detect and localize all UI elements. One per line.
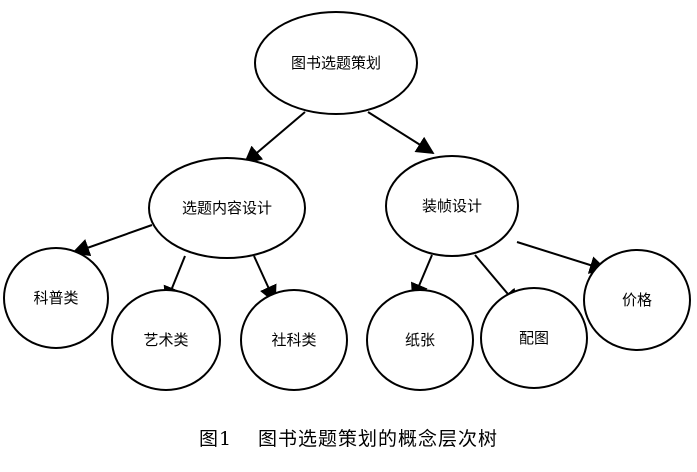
edge-root-to-binding (367, 111, 435, 154)
node-root: 图书选题策划 (254, 11, 418, 115)
node-price: 价格 (583, 249, 691, 351)
edge-content-to-popsci (71, 224, 153, 257)
node-shape (366, 289, 474, 391)
node-shape (583, 249, 691, 351)
figure-caption: 图1 图书选题策划的概念层次树 (0, 424, 697, 451)
node-popular-science: 科普类 (3, 247, 109, 349)
node-label: 配图 (519, 329, 549, 347)
node-shape (148, 157, 306, 259)
node-shape (3, 247, 109, 349)
node-shape (480, 287, 588, 389)
node-label: 科普类 (33, 289, 78, 307)
node-label: 艺术类 (143, 331, 188, 349)
node-label: 装帧设计 (422, 197, 482, 215)
node-shape (111, 289, 221, 391)
edge-root-to-content (243, 111, 306, 165)
node-binding-design: 装帧设计 (385, 155, 519, 257)
concept-tree: 图书选题策划 选题内容设计 装帧设计 科普类 艺术类 社科类 纸张 (3, 11, 691, 391)
node-illustration: 配图 (480, 287, 588, 389)
node-shape (240, 289, 348, 391)
edges (71, 111, 608, 308)
node-label: 社科类 (271, 331, 316, 349)
node-label: 选题内容设计 (182, 199, 272, 217)
node-social-science: 社科类 (240, 289, 348, 391)
node-label: 价格 (622, 291, 652, 309)
node-content-design: 选题内容设计 (148, 157, 306, 259)
node-label: 图书选题策划 (291, 54, 381, 72)
edge-binding-to-price (516, 241, 608, 274)
node-shape (385, 155, 519, 257)
figure-title: 图书选题策划的概念层次树 (258, 428, 499, 450)
node-shape (254, 11, 418, 115)
figure-number: 图1 (198, 428, 233, 450)
node-art: 艺术类 (111, 289, 221, 391)
node-paper: 纸张 (366, 289, 474, 391)
node-label: 纸张 (405, 331, 435, 349)
